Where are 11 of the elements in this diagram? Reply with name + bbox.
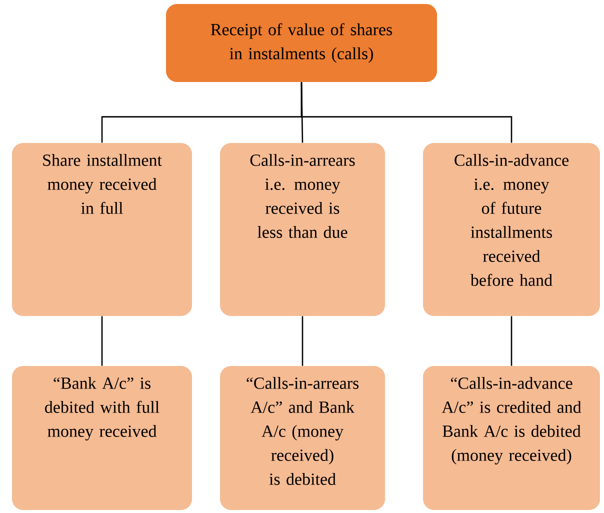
connector-line bbox=[302, 316, 304, 366]
connector-line bbox=[101, 316, 103, 366]
process-box: “Calls-in-advance A/c” is credited and Bank A/c is debited (money received) bbox=[423, 366, 600, 510]
connector-line bbox=[300, 82, 512, 143]
process-box: Calls-in-advance i.e. money of future installments received before hand bbox=[423, 143, 600, 316]
process-box: “Calls-in-arrears A/c” and Bank A/c (money received) is debited bbox=[220, 366, 385, 510]
heading-box: Receipt of value of shares in instalments (calls) bbox=[166, 4, 437, 82]
process-box: Share installment money received in full bbox=[12, 143, 192, 316]
process-box: “Bank A/c” is debited with full money received bbox=[12, 366, 192, 510]
connector-line bbox=[510, 316, 512, 366]
process-box: Calls-in-arrears i.e. money received is less than due bbox=[220, 143, 385, 316]
